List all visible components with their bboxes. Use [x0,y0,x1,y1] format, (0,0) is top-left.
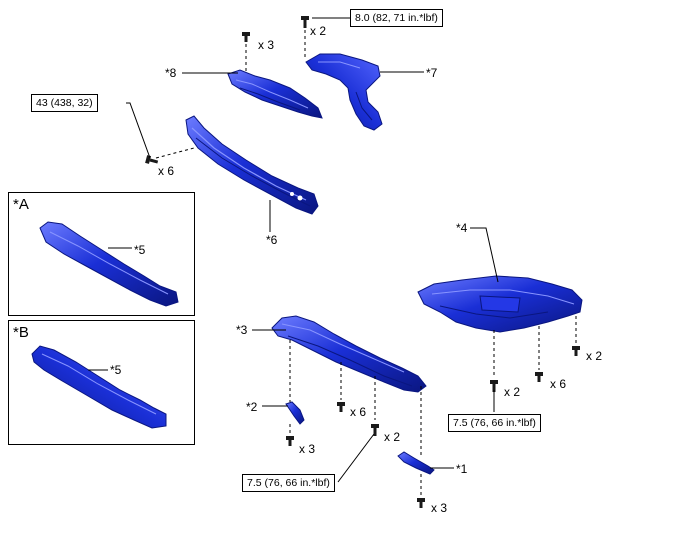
clip-quantity-label: x 6 [550,377,567,391]
part-5-shape-view-a [39,221,179,307]
clip-quantity-label: x 3 [431,501,448,515]
part-4-label: *4 [456,221,468,235]
fasteners [145,16,580,508]
view-b-label: *B [13,324,29,341]
clip-icon [286,436,294,446]
part-4-shape [417,275,583,333]
part-6-label: *6 [266,233,278,247]
clip-icon [572,346,580,356]
bolt-icon [371,424,379,436]
part-7-label: *7 [426,66,438,80]
bolt-quantity-label: x 2 [504,385,521,399]
bolt-icon [301,16,309,28]
bolt-quantity-label: x 6 [158,164,175,178]
part-6-shape [185,115,319,215]
part-8-shape [227,69,323,119]
torque-spec-box: 7.5 (76, 66 in.*lbf) [242,474,335,492]
part-7-shape [305,53,383,131]
clip-quantity-label: x 2 [586,349,603,363]
view-a-label: *A [13,196,29,213]
part-3-shape [271,315,427,393]
clip-quantity-label: x 3 [299,442,316,456]
part-1-shape [397,451,435,475]
torque-spec-box: 7.5 (76, 66 in.*lbf) [448,414,541,432]
view-box-b [8,320,195,445]
part-2-shape [285,401,305,425]
bolt-quantity-label: x 2 [310,24,327,38]
clip-icon [242,32,250,42]
bolt-icon [145,155,159,164]
screw-quantity-label: x 6 [350,405,367,419]
view-box-a [8,192,195,316]
part-3-label: *3 [236,323,248,337]
leader-lines [88,17,499,483]
part-8-label: *8 [165,66,177,80]
view-b-part-5-label: *5 [110,363,122,377]
clip-icon [535,372,543,382]
part-2-label: *2 [246,400,258,414]
assembly-lines [155,30,577,496]
torque-spec-box: 8.0 (82, 71 in.*lbf) [350,9,443,27]
clip-icon [337,402,345,412]
clip-icon [417,498,425,508]
bolt-icon [490,380,498,392]
view-a-part-5-label: *5 [134,243,146,257]
bolt-quantity-label: x 2 [384,430,401,444]
clip-quantity-label: x 3 [258,38,275,52]
torque-spec-box: 43 (438, 32) [31,94,98,112]
part-1-label: *1 [456,462,468,476]
part-5-shape-view-b [31,345,167,429]
